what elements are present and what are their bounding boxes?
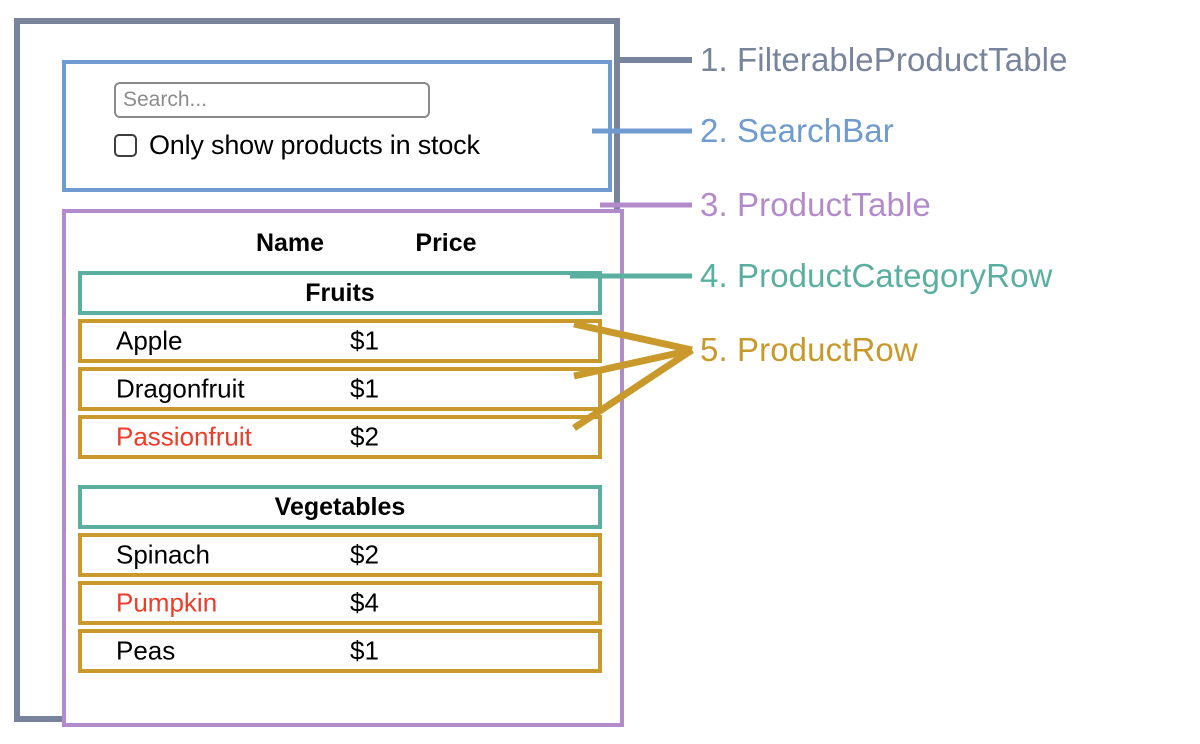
product-name-cell: Apple (116, 325, 183, 356)
product-price-cell: $2 (350, 539, 379, 570)
product-table-header: Name Price (66, 221, 620, 265)
product-name-cell: Passionfruit (116, 421, 252, 452)
search-input[interactable] (114, 82, 430, 118)
legend-item-label: FilterableProductTable (737, 41, 1068, 78)
filterable-product-table-frame: Only show products in stock Name Price F… (14, 18, 624, 727)
legend-item-label: SearchBar (737, 112, 894, 149)
legend-item: 5. ProductRow (700, 331, 918, 369)
product-category-label: Fruits (305, 278, 375, 307)
product-row: Passionfruit $2 (78, 415, 602, 459)
product-price-cell: $1 (350, 373, 379, 404)
legend-item-label: ProductRow (737, 331, 918, 368)
product-row: Pumpkin $4 (78, 581, 602, 625)
product-name-cell: Pumpkin (116, 587, 218, 618)
in-stock-filter-row[interactable]: Only show products in stock (114, 130, 480, 161)
legend-item-label: ProductCategoryRow (737, 257, 1053, 294)
search-bar: Only show products in stock (62, 60, 612, 192)
product-name-cell: Peas (116, 635, 176, 666)
product-price-cell: $4 (350, 587, 379, 618)
product-name-cell: Spinach (116, 539, 210, 570)
product-row: Peas $1 (78, 629, 602, 673)
product-price-cell: $2 (350, 421, 379, 452)
in-stock-checkbox[interactable] (114, 134, 137, 157)
legend-item: 2. SearchBar (700, 112, 894, 150)
product-category-row: Fruits (78, 271, 602, 315)
legend-item: 1. FilterableProductTable (700, 41, 1068, 79)
legend-item-number: 3. (700, 186, 728, 223)
legend-item-number: 2. (700, 112, 728, 149)
column-header-name: Name (255, 228, 325, 257)
column-header-price: Price (415, 228, 477, 257)
product-name-cell: Dragonfruit (116, 373, 245, 404)
product-price-cell: $1 (350, 635, 379, 666)
in-stock-checkbox-label: Only show products in stock (149, 130, 480, 160)
legend-item-number: 1. (700, 41, 728, 78)
legend-item-label: ProductTable (737, 186, 931, 223)
legend-item: 4. ProductCategoryRow (700, 257, 1052, 295)
product-row: Apple $1 (78, 319, 602, 363)
product-category-row: Vegetables (78, 485, 602, 529)
product-row: Spinach $2 (78, 533, 602, 577)
legend-item-number: 4. (700, 257, 728, 294)
category-group-spacer (78, 463, 602, 485)
legend-item-number: 5. (700, 331, 728, 368)
product-price-cell: $1 (350, 325, 379, 356)
product-row: Dragonfruit $1 (78, 367, 602, 411)
product-category-label: Vegetables (274, 492, 406, 521)
legend-item: 3. ProductTable (700, 186, 931, 224)
